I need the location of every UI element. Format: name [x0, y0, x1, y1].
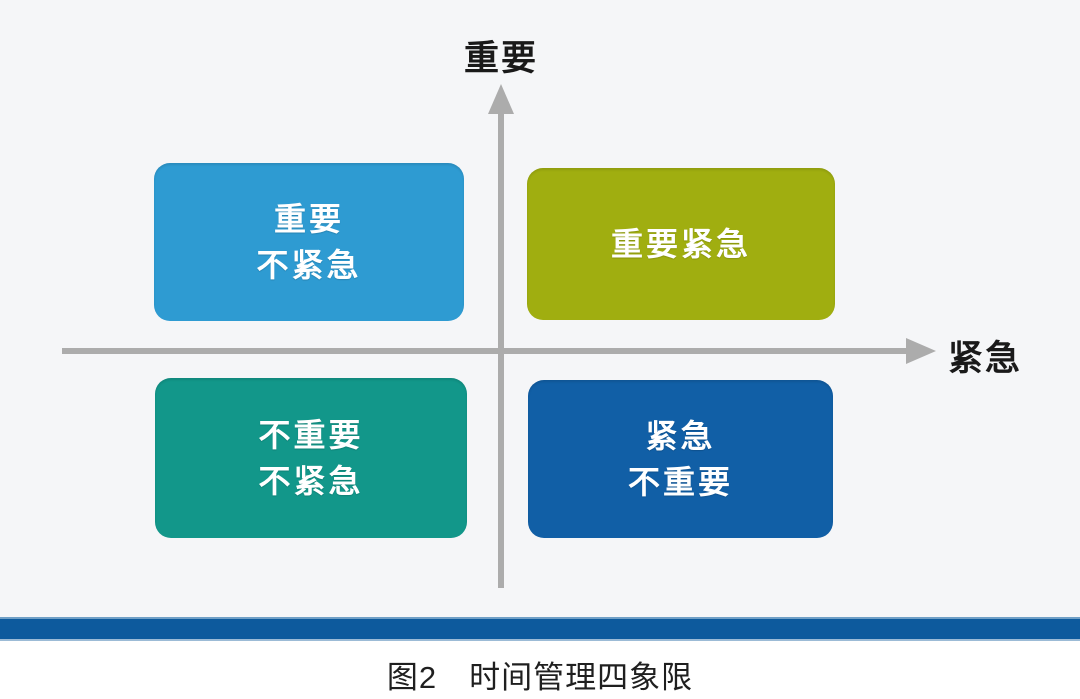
quadrant-text-line: 重要 [273, 201, 344, 237]
divider-bar [0, 617, 1080, 641]
quadrant-text-line: 不重要 [627, 464, 733, 500]
quadrant-text-line: 不紧急 [256, 247, 362, 283]
x-axis-arrowhead-icon [906, 338, 936, 364]
quadrant-card-not-important-not-urgent: 不重要 不紧急 [155, 373, 481, 542]
y-axis-label: 重要 [463, 39, 539, 78]
quadrant-card-important-urgent: 重要紧急 [527, 163, 849, 324]
quadrant-card-urgent-not-important: 紧急 不重要 [528, 375, 847, 542]
x-axis-label: 紧急 [948, 339, 1023, 378]
x-axis-line [62, 348, 908, 354]
quadrant-text-line: 重要紧急 [610, 226, 751, 262]
caption-area: 图2 时间管理四象限 [0, 641, 1080, 699]
figure-caption: 图2 时间管理四象限 [386, 660, 694, 695]
quadrant-text-line: 不重要 [258, 417, 364, 453]
quadrant-text-line: 紧急 [645, 418, 716, 454]
quadrant-card-important-not-urgent: 重要 不紧急 [154, 158, 478, 325]
y-axis-arrowhead-icon [488, 84, 514, 114]
quadrant-text-line: 不紧急 [258, 463, 364, 499]
quadrant-diagram: 重要 紧急 重要 不紧急 重要紧急 不重要 不紧急 紧急 不重要 [62, 39, 1023, 588]
